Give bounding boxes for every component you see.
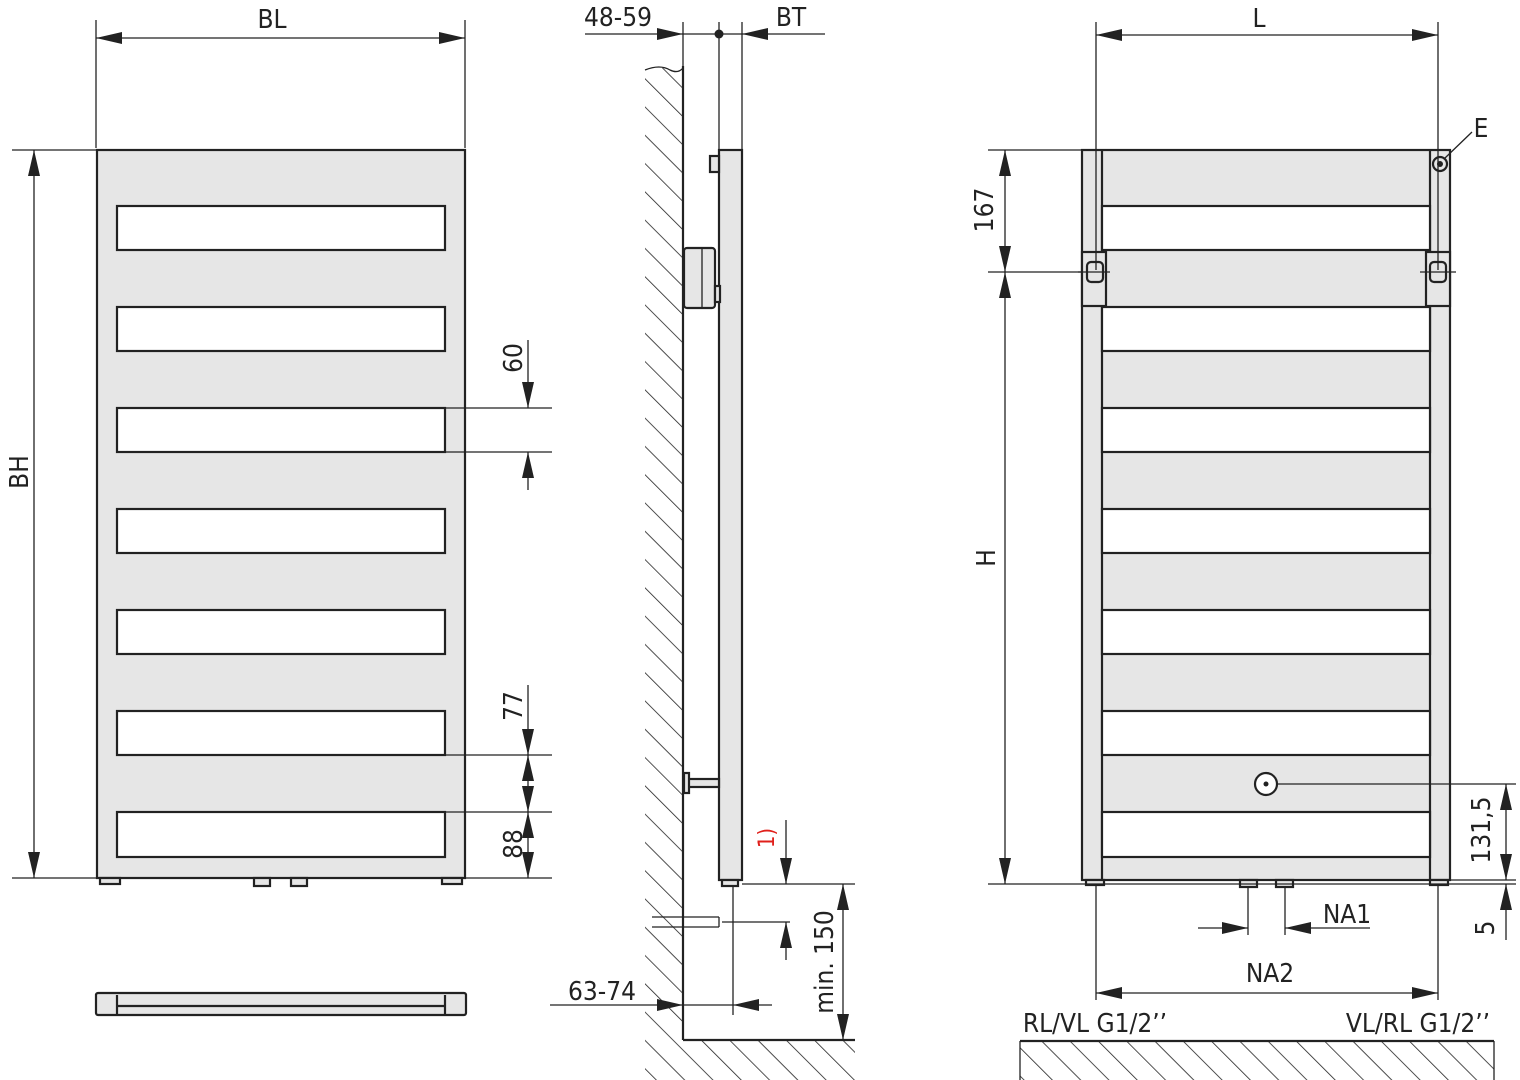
dim-l: L (1252, 4, 1265, 34)
rear-view: L E 167 H 131,5 5 NA1 NA2 RL/VL G1/2’’ V… (970, 4, 1516, 1080)
label-vl-rl: VL/RL G1/2’’ (1346, 1009, 1490, 1039)
side-view: 48-59 BT 1) min. 150 63-74 (550, 3, 855, 1080)
front-view: BL BH 60 77 88 (5, 5, 552, 1017)
dim-5: 5 (1471, 921, 1501, 936)
dim-bl: BL (257, 5, 286, 35)
pipe-connection (685, 777, 721, 789)
dim-na1: NA1 (1323, 900, 1371, 930)
floor-hatch (683, 1040, 855, 1080)
dim-bh: BH (5, 455, 35, 489)
dim-77: 77 (499, 691, 529, 721)
dim-na2: NA2 (1246, 959, 1294, 989)
dim-wall-distance: 48-59 (584, 3, 652, 33)
top-view (94, 991, 468, 1017)
wall-bracket (682, 246, 717, 310)
slots (115, 204, 447, 859)
label-e: E (1474, 114, 1489, 144)
wall-hatch (645, 68, 683, 1040)
floor-hatch-rear (1020, 1041, 1494, 1080)
vent-valve (708, 154, 721, 174)
radiator-side (717, 148, 744, 882)
dim-167: 167 (970, 188, 1000, 233)
dim-pipe-distance: 63-74 (568, 977, 636, 1007)
dim-88: 88 (499, 829, 529, 859)
dim-bt: BT (776, 3, 807, 33)
rear-slots (1100, 204, 1432, 859)
dim-60: 60 (499, 343, 529, 373)
dim-min-150: min. 150 (810, 910, 840, 1014)
dim-h: H (972, 549, 1002, 567)
note-1: 1) (755, 828, 780, 848)
label-rl-vl: RL/VL G1/2’’ (1023, 1009, 1167, 1039)
feet (98, 876, 464, 888)
dim-131-5: 131,5 (1467, 797, 1497, 864)
